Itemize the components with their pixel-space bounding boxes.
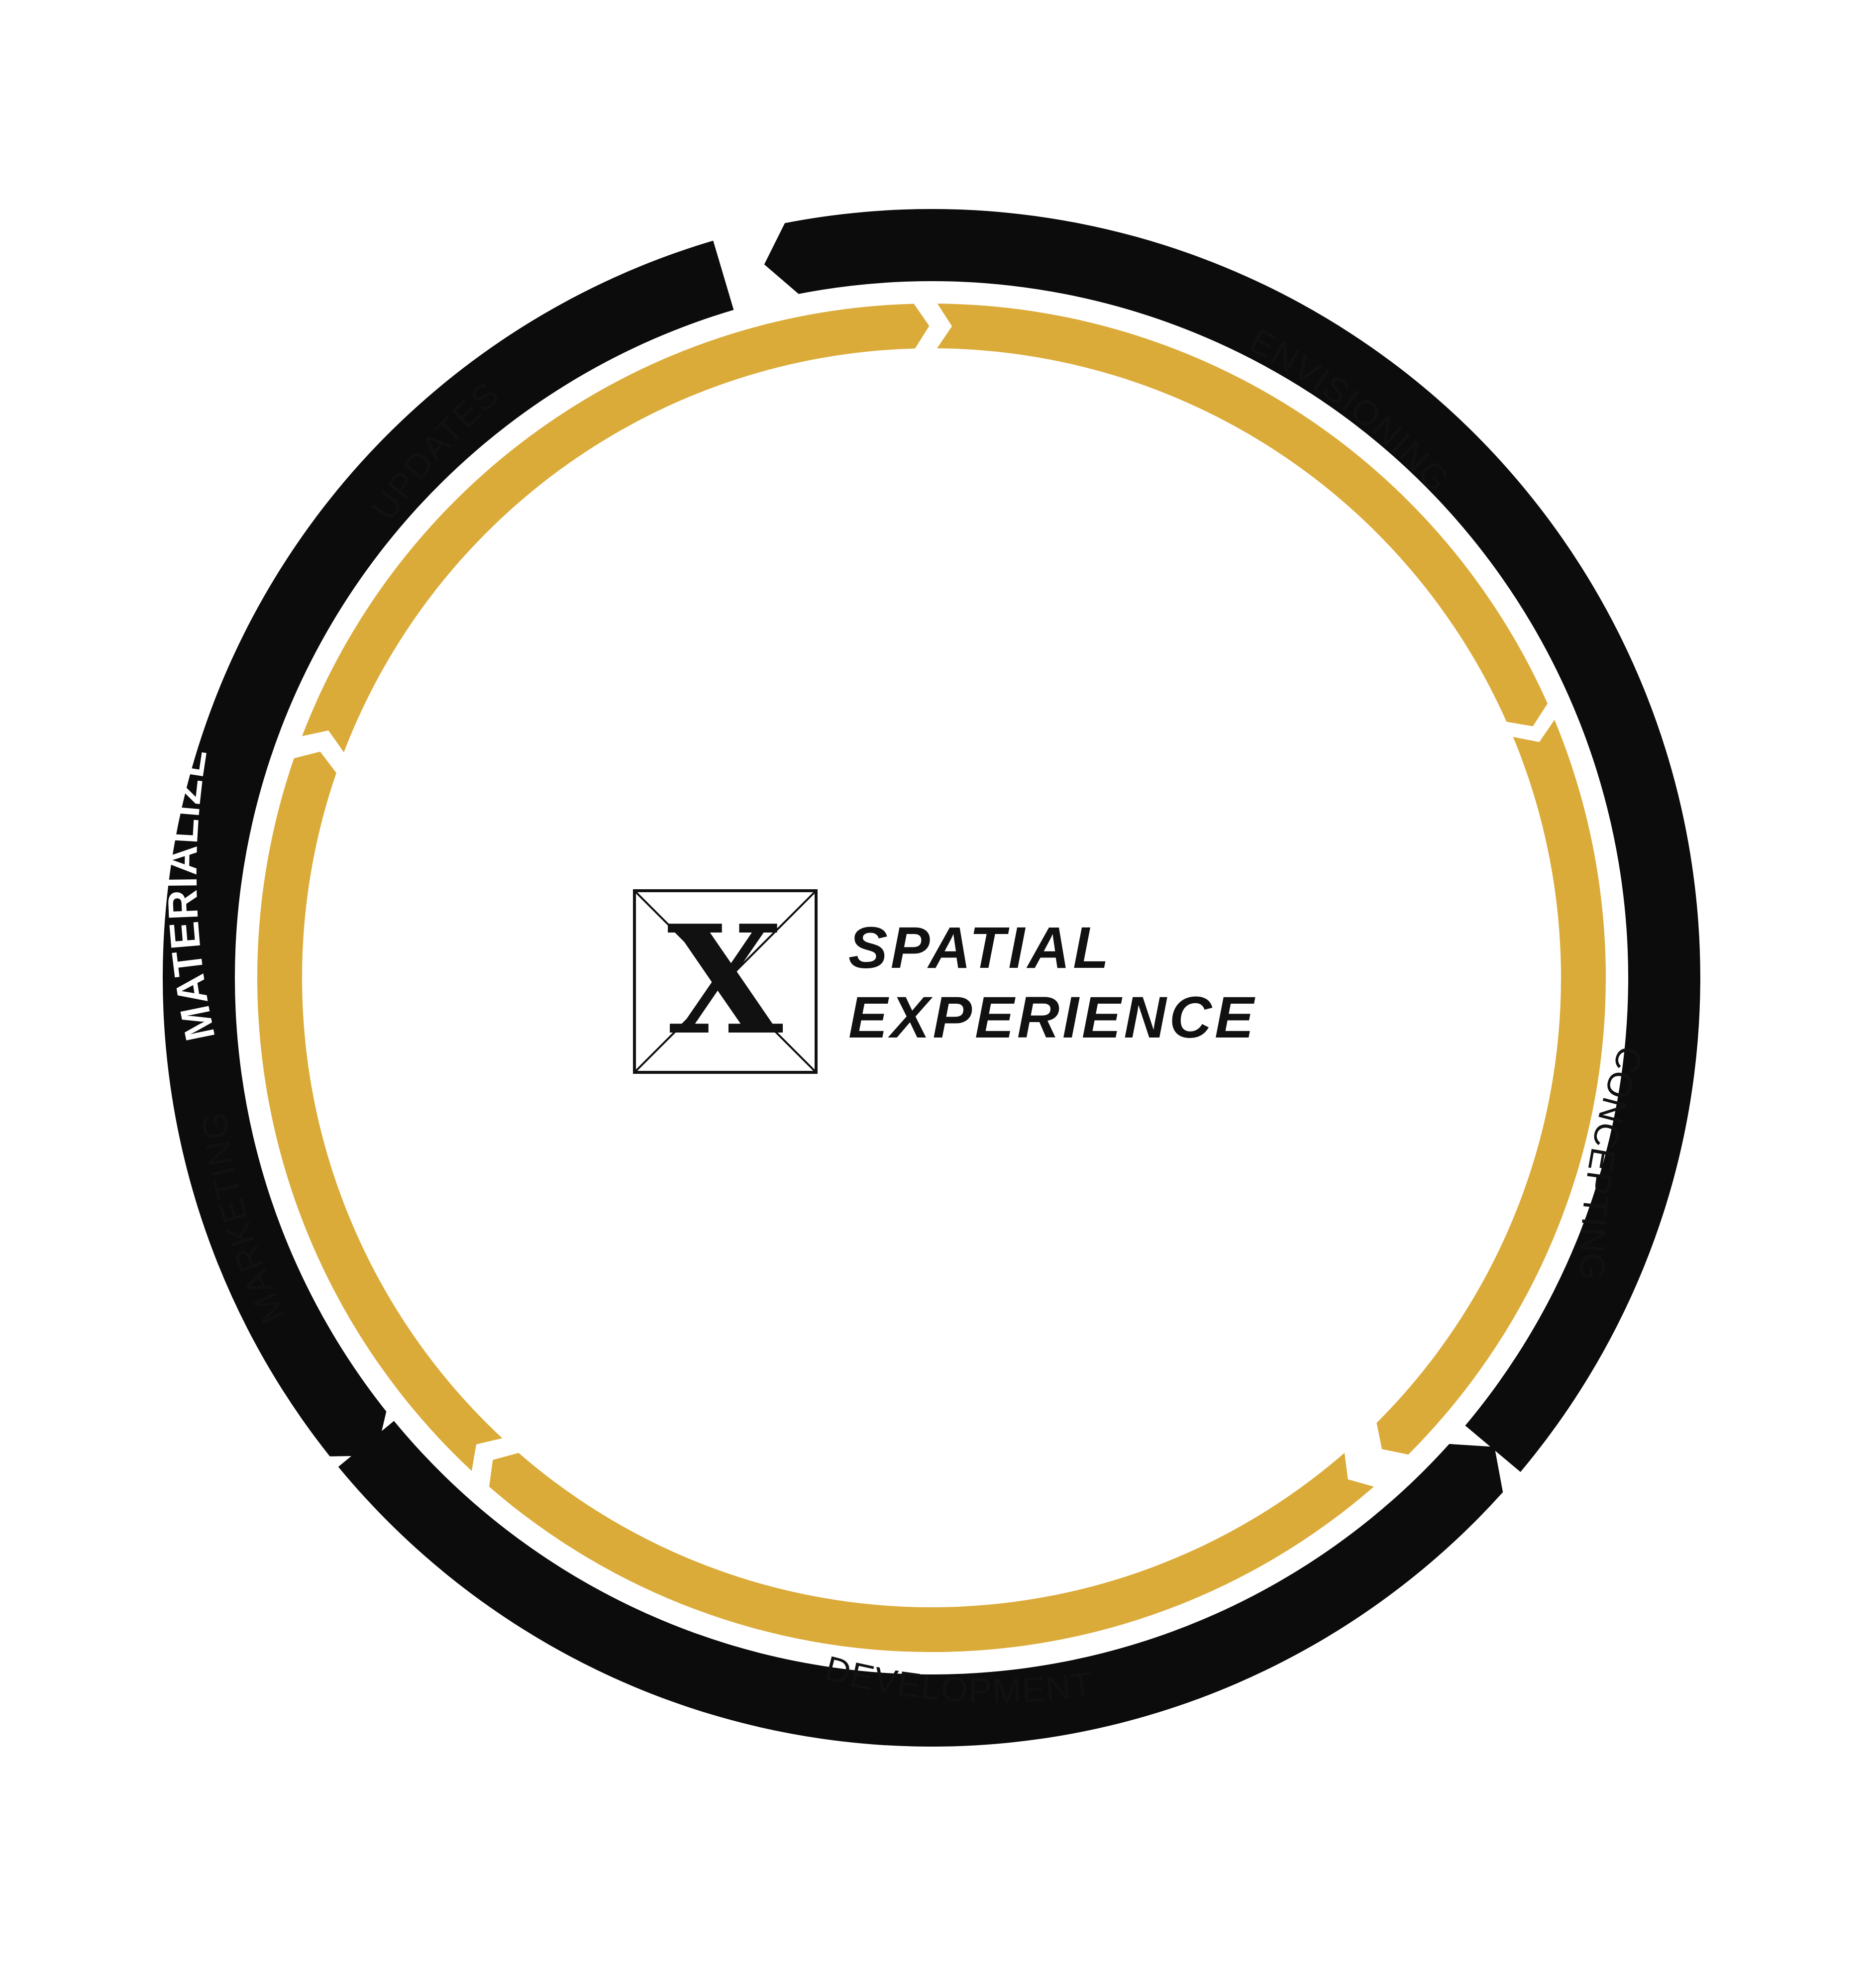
inner-segment-updates bbox=[302, 304, 930, 752]
x-box-logo-icon: X bbox=[633, 889, 818, 1074]
logo-mark: X bbox=[667, 892, 784, 1068]
outer-segment-explore bbox=[338, 1421, 1503, 1747]
logo-text-line2: EXPERIENCE bbox=[848, 985, 1257, 1050]
outer-segment-materialize bbox=[162, 240, 734, 1457]
inner-segment-envisioning bbox=[937, 304, 1548, 727]
outer-cycle-ring bbox=[162, 209, 1700, 1747]
inner-cycle-ring bbox=[257, 304, 1606, 1653]
logo-text-line1: SPATIAL bbox=[848, 915, 1112, 981]
logo: X SPATIAL EXPERIENCE bbox=[633, 889, 1257, 1074]
outer-segment-understand bbox=[764, 209, 1700, 1472]
inner-segment-marketing bbox=[257, 751, 503, 1471]
inner-segment-concepting bbox=[1376, 720, 1606, 1455]
inner-segment-development bbox=[489, 1453, 1374, 1653]
